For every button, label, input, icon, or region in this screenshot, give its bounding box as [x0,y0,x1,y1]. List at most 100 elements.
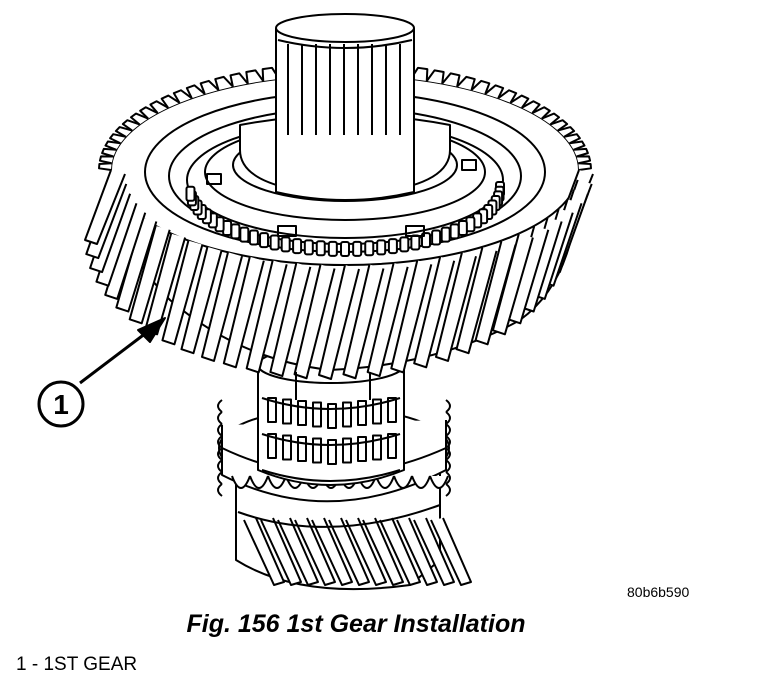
synchro-tooth [315,240,326,257]
synchro-tooth [185,185,196,202]
gear-tooth [139,106,159,120]
hub-bump [217,471,223,485]
synchro-tooth [269,234,280,251]
synchro-tooth [410,234,421,251]
gear-tooth [441,72,461,87]
synchro-lug [461,159,477,171]
callout-number: 1 [53,389,69,420]
gear-tooth [149,100,169,114]
bearing-window [312,401,322,428]
hub-bump [445,483,451,497]
gear-helical-tooth [201,252,243,362]
gear-helical-tooth [318,264,360,380]
gear-tooth [521,100,541,114]
gear-tooth [531,106,551,120]
gear-helical-tooth [245,260,288,374]
synchro-lug [277,225,297,237]
gear-tooth [229,72,249,87]
gear-helical-tooth [128,225,171,325]
legend-text: 1ST GEAR [43,654,138,675]
gear-helical-tooth [390,260,433,374]
synchro-tooth [449,223,460,240]
gear-tooth [576,155,592,165]
synchro-tooth [259,232,270,249]
bearing-window [267,397,277,423]
hub-bump [217,411,223,425]
gear-tooth [550,119,569,132]
gear-assembly-illustration: 1 [37,13,594,591]
synchro-tooth [440,226,451,243]
synchro-tooth [230,223,241,240]
gear-tooth [564,133,581,145]
synchronizer-hub [217,346,451,503]
synchro-lug [405,225,425,237]
output-shaft [239,13,451,400]
gear-tooth [98,155,114,165]
gear-tooth [104,140,121,151]
hub-bump [445,447,451,461]
shaft-splines [287,44,401,135]
lower-helical-tooth [379,517,421,586]
synchro-tooth [340,241,350,257]
bearing-window [357,400,367,426]
bearing-window [327,439,337,465]
hub-bump [445,435,451,449]
hub-bump [217,423,223,437]
gear-tooth [456,75,476,91]
bearing-window [297,400,307,426]
hub-spline-tooth [231,475,251,489]
legend-item: 1 - 1ST GEAR [16,654,137,676]
synchro-tooth [376,239,387,256]
gear-tooth [578,162,592,171]
gear-helical-tooth [161,240,204,346]
hub-bump [445,423,451,437]
gear-tooth [425,69,445,84]
gear-tooth [160,94,181,109]
gear-helical-tooth [455,246,498,355]
gear-helical-tooth [366,262,409,378]
gear-tooth [509,94,530,109]
gear-helical-tooth [269,262,312,378]
bearing-window [387,397,397,423]
gear-tooth [109,133,126,145]
callout: 1 [37,317,166,428]
gear-tooth [114,126,133,138]
lower-helical-tooth [413,517,455,586]
gear-tooth [541,112,561,126]
legend-separator: - [26,654,44,675]
gear-helical-tooth [84,169,126,245]
bearing-window [372,434,382,461]
lower-helical-tooth [430,517,472,586]
bearing-window [297,436,307,462]
gear-tooth [557,126,576,138]
synchro-tooth [327,240,338,257]
lower-helical-tooth [345,517,387,586]
bearing-window [267,433,277,459]
gear-helical-tooth [413,256,456,369]
bearing-window [282,398,292,425]
gear-helical-tooth [435,252,477,362]
lower-helical-tooth [311,517,353,586]
callout-circle [37,380,85,428]
lower-helical-tooth [396,517,438,586]
hub-spline-tooth [411,475,431,489]
bearing-window [342,437,352,464]
gear-helical-tooth [180,246,223,355]
hub-bump [217,459,223,473]
synchro-tooth [352,240,363,257]
synchro-tooth [399,236,410,253]
synchro-tooth [457,219,468,236]
gear-tooth [185,84,206,99]
synchro-tooth [280,236,291,253]
lower-helical-tooth [294,517,336,586]
gear-helical-tooth [342,264,385,380]
lower-helical-teeth [243,517,472,586]
synchro-tooth [239,226,250,243]
gear-helical-tooth [293,264,336,380]
lower-helical-tooth [328,517,370,586]
hub-spline-tooth [393,475,413,489]
image-id: 80b6b590 [627,584,690,600]
synchro-tooth [292,238,303,255]
hub-bump [217,399,223,413]
